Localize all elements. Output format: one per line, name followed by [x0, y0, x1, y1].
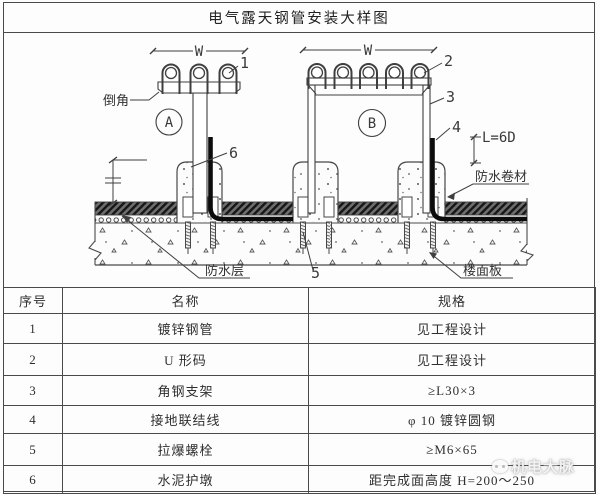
detail-drawing: W W L=6D A B 1 2 3 4 5 6 倒角 防水卷材 防水层 楼面板 [88, 43, 535, 282]
dim-w-right-label: W [364, 43, 373, 59]
cell-name: 拉爆螺栓 [62, 433, 309, 466]
section-a-label: A [165, 115, 174, 131]
level-mark [105, 156, 147, 207]
header-spec: 规格 [308, 287, 596, 314]
callout-5: 5 [311, 264, 320, 282]
table-row: 4 接地联结线 φ 10 镀锌圆钢 [3, 405, 596, 434]
cell-name: 角钢支架 [62, 375, 309, 406]
steel-pipes-a [164, 66, 235, 80]
table-header-row: 序号 名称 规格 [3, 287, 596, 314]
cell-name: 接地联结线 [62, 405, 309, 434]
break-symbol-right [520, 243, 535, 262]
cell-no: 1 [3, 313, 63, 344]
steel-pipes-b [310, 66, 427, 79]
cell-spec: 见工程设计 [308, 343, 596, 376]
section-b-label: B [368, 116, 376, 132]
callout-1: 1 [240, 54, 249, 72]
dim-w-left-label: W [195, 44, 204, 60]
cell-no: 6 [3, 465, 63, 494]
dim-l-label: L=6D [482, 130, 516, 146]
table-row: 3 角钢支架 ≥L30×3 [3, 375, 596, 406]
support-b [306, 63, 432, 214]
cell-no: 5 [3, 433, 63, 466]
cell-spec: ≥L30×3 [308, 375, 596, 406]
table-row: 6 水泥护墩 距完成面高度 H=200～250 [3, 465, 596, 494]
section-mark-a [155, 108, 183, 136]
cell-name: 水泥护墩 [62, 465, 309, 494]
callout-2: 2 [444, 52, 453, 70]
header-name: 名称 [62, 287, 309, 314]
floor-slab-section [88, 198, 535, 266]
callout-4: 4 [452, 118, 461, 136]
waterproof-membrane-label: 防水卷材 [475, 169, 527, 184]
spec-table: 序号 名称 规格 1 镀锌钢管 见工程设计 2 U 形码 见工程设计 3 角钢支… [3, 287, 596, 494]
u-clamps-b [307, 63, 430, 89]
title-bar: 电气露天钢管安装大样图 [3, 2, 595, 33]
table-row: 2 U 形码 见工程设计 [3, 343, 596, 376]
cell-no: 4 [3, 405, 63, 434]
dimensions [105, 46, 529, 279]
cell-spec: 见工程设计 [308, 313, 596, 344]
u-clamps-a [161, 63, 238, 94]
break-symbol-left [88, 240, 102, 261]
callout-3: 3 [446, 88, 455, 106]
page-title: 电气露天钢管安装大样图 [208, 10, 390, 27]
section-mark-b [357, 108, 387, 138]
cell-name: 镀锌钢管 [62, 313, 309, 344]
waterproof-layer-label: 防水层 [205, 263, 244, 278]
chamfer-label: 倒角 [103, 93, 129, 108]
cell-no: 2 [3, 343, 63, 376]
cell-no: 3 [3, 375, 63, 406]
cell-spec: φ 10 镀锌圆钢 [308, 405, 596, 434]
floor-slab-label: 楼面板 [463, 263, 502, 278]
cell-spec: ≥M6×65 [308, 433, 596, 466]
support-a [155, 63, 241, 214]
drawing-labels: W W L=6D A B 1 2 3 4 5 6 倒角 防水卷材 防水层 楼面板 [103, 43, 527, 282]
cell-spec: 距完成面高度 H=200～250 [308, 465, 596, 494]
table-row: 5 拉爆螺栓 ≥M6×65 [3, 433, 596, 466]
callout-6: 6 [229, 144, 238, 162]
cell-name: U 形码 [62, 343, 309, 376]
grounding-wires [208, 137, 527, 222]
table-row: 1 镀锌钢管 见工程设计 [3, 313, 596, 344]
header-no: 序号 [3, 287, 63, 314]
